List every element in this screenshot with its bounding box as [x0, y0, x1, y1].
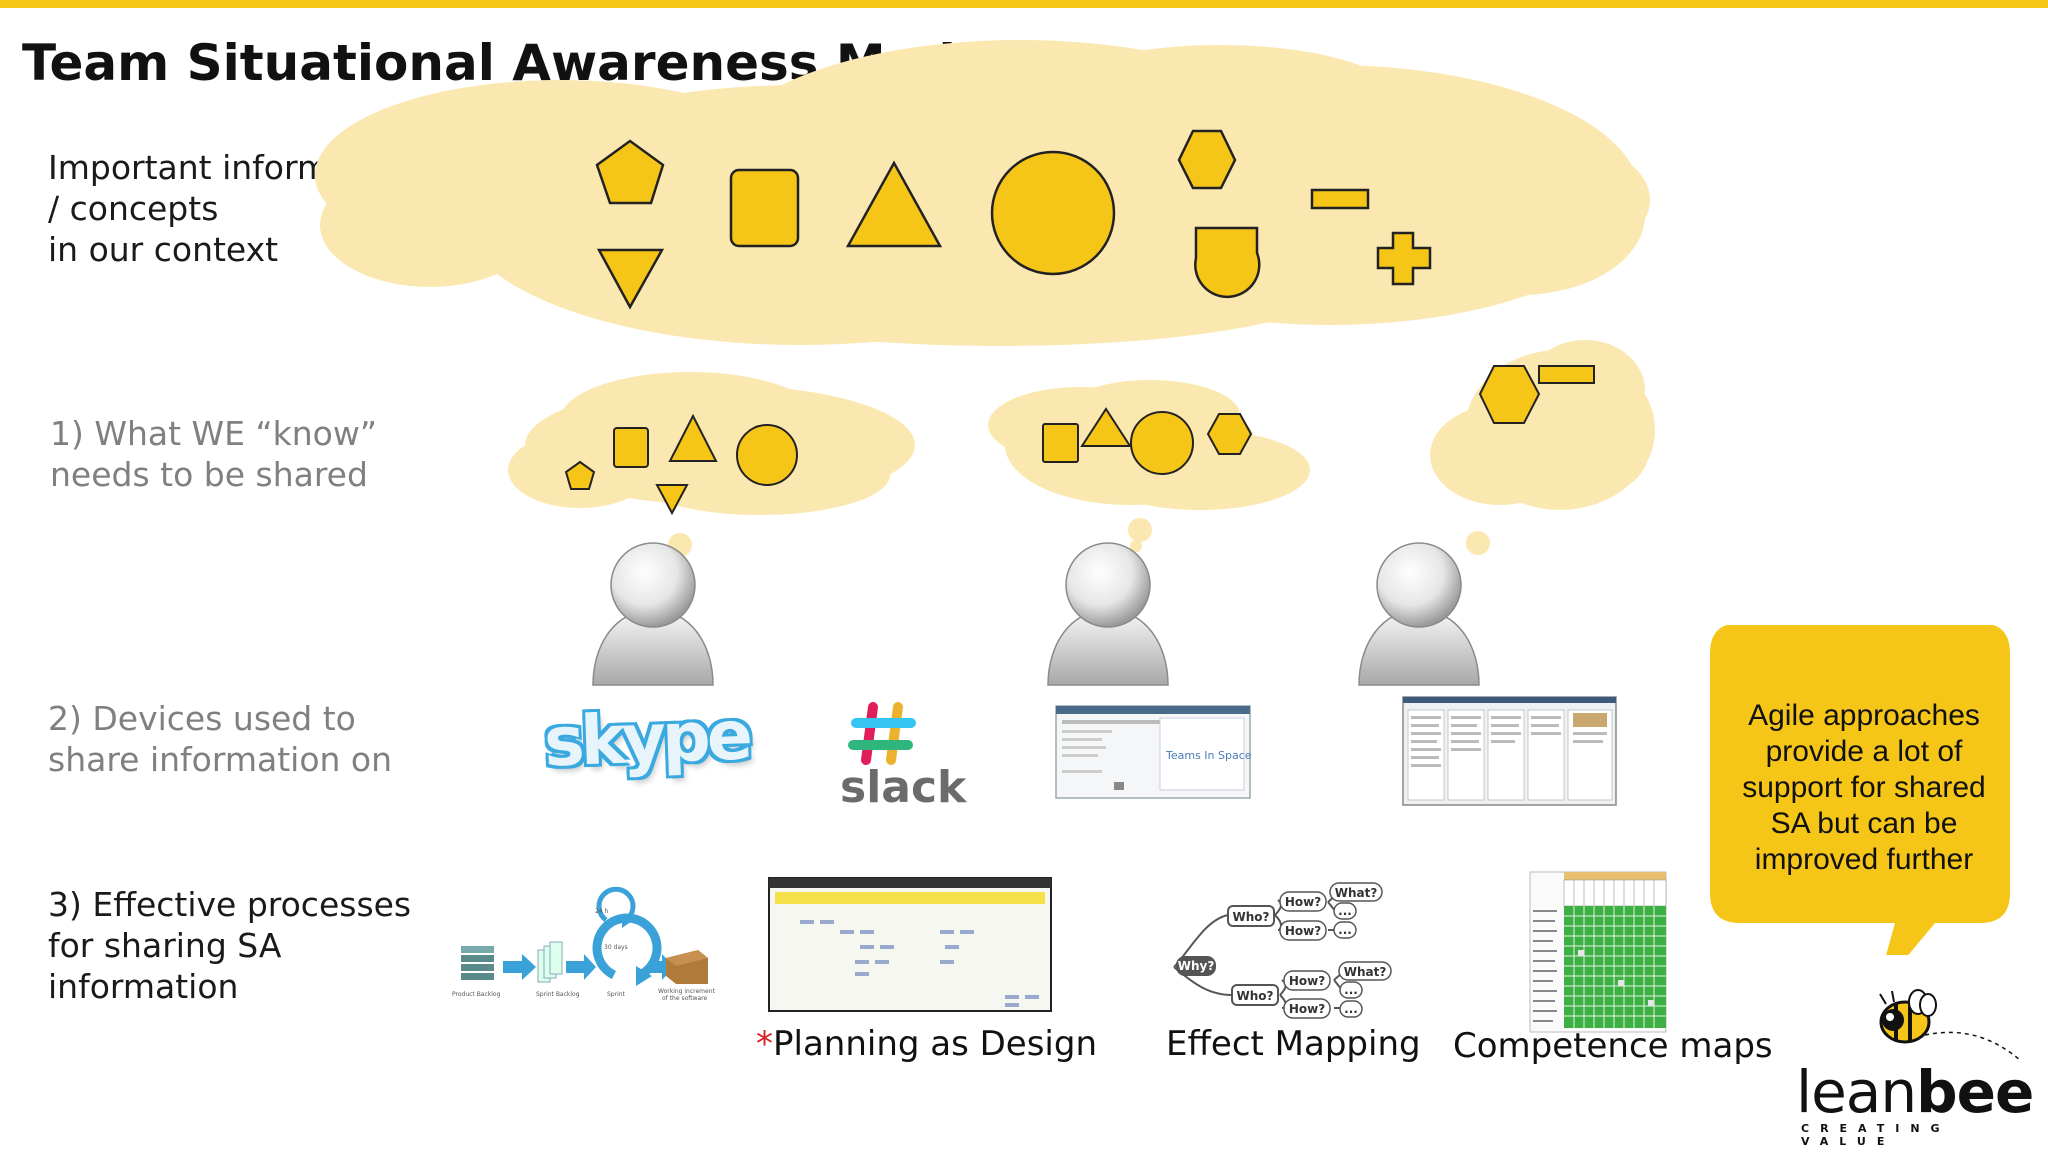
known-shapes-person-2	[1042, 407, 1253, 475]
label-devices: 2) Devices used to share information on	[48, 699, 393, 779]
effect-why-node: Why?	[1178, 959, 1215, 973]
bar-shape	[1310, 188, 1370, 210]
effect-more-node-2: ...	[1338, 923, 1352, 937]
triangle-down-shape	[596, 248, 665, 310]
competence-map-table	[1529, 871, 1667, 1033]
confluence-space-title: Teams In Space	[1166, 749, 1252, 762]
effect-how-node-1: How?	[1285, 895, 1321, 909]
effect-what-node-2: What?	[1344, 965, 1387, 979]
hexagon-shape	[1177, 129, 1237, 190]
pentagon-shape	[595, 139, 665, 205]
caption-planning-as-design: *Planning as Design	[756, 1024, 1098, 1064]
effect-more-node-4: ...	[1344, 1002, 1358, 1016]
slack-logo-icon	[848, 702, 916, 765]
scrum-daily-label: 24 h	[595, 908, 609, 915]
scrum-label-increment-1: Working increment	[658, 988, 716, 995]
scrum-process-diagram: 24 h 30 days Product Backlog Sprint Back…	[452, 886, 716, 1002]
scrum-label-increment-2: of the software	[662, 995, 708, 1002]
known-shapes-person-3	[1478, 365, 1595, 424]
effect-who-node-2: Who?	[1237, 989, 1274, 1003]
drop-shape	[1194, 226, 1261, 299]
concept-shapes	[595, 129, 1432, 310]
scrum-label-sprint-backlog: Sprint Backlog	[536, 991, 580, 998]
callout-text: Agile approaches provide a lot of suppor…	[1742, 699, 1986, 876]
person-icon-1	[592, 542, 714, 686]
slack-logo-text: slack	[840, 762, 967, 813]
triangle-shape	[845, 160, 943, 248]
bee-logo-icon	[1879, 989, 2021, 1061]
effect-who-node-1: Who?	[1233, 910, 1270, 924]
kanban-board-screenshot	[1402, 696, 1617, 806]
callout-bubble	[1710, 625, 2010, 955]
person-icon-3	[1358, 542, 1480, 686]
top-accent-bar	[0, 0, 2048, 8]
leanbee-tagline: CREATING VALUE	[1801, 1122, 1951, 1148]
effect-mapping-diagram: Why? Who? Who? How? How? How? How? What?…	[1173, 882, 1392, 1019]
cross-shape	[1376, 231, 1432, 286]
planning-board-screenshot	[768, 877, 1052, 1012]
label-what-we-know: 1) What WE “know” needs to be shared	[50, 414, 377, 494]
scrum-label-sprint: Sprint	[607, 991, 626, 998]
caption-competence-maps: Competence maps	[1453, 1026, 1773, 1066]
effect-more-node-3: ...	[1344, 983, 1358, 997]
leanbee-brand-name: leanbee	[1796, 1058, 2034, 1126]
confluence-screenshot	[1055, 705, 1251, 799]
skype-logo: skype	[542, 696, 751, 783]
known-shapes-person-1	[564, 413, 798, 516]
shared-context-cloud	[315, 40, 1650, 346]
effect-what-node-1: What?	[1335, 886, 1378, 900]
caption-effect-mapping: Effect Mapping	[1166, 1024, 1421, 1064]
circle-shape	[990, 150, 1116, 276]
scrum-sprint-length-label: 30 days	[604, 944, 628, 951]
person-icon-2	[1047, 542, 1169, 686]
label-effective-processes: 3) Effective processes for sharing SA in…	[48, 885, 412, 1006]
effect-how-node-2: How?	[1285, 924, 1321, 938]
effect-how-node-4: How?	[1289, 1002, 1325, 1016]
effect-how-node-3: How?	[1289, 974, 1325, 988]
effect-more-node-1: ...	[1338, 904, 1352, 918]
square-shape	[729, 168, 800, 248]
scrum-label-product-backlog: Product Backlog	[452, 991, 501, 998]
